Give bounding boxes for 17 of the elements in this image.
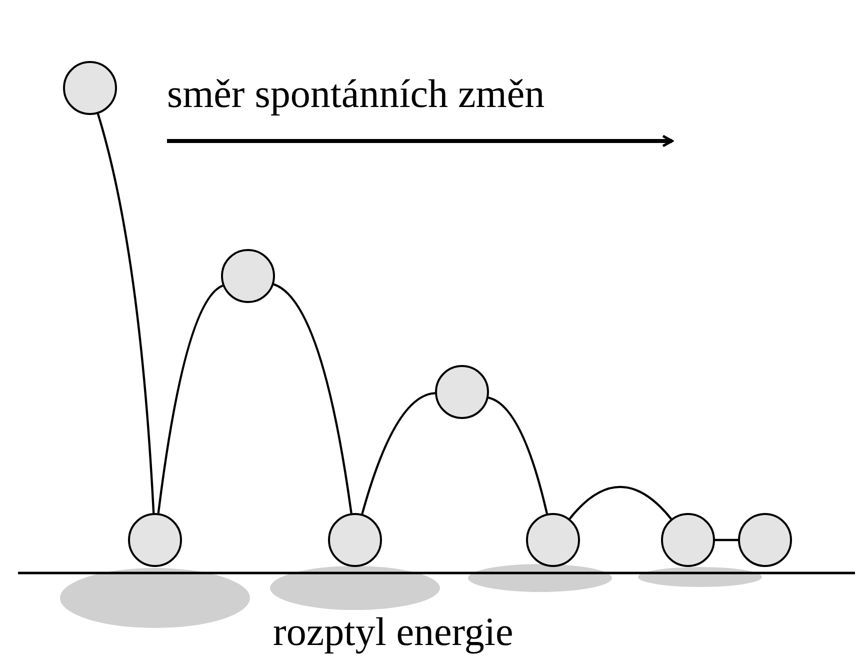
ball — [661, 513, 715, 567]
trajectory-line — [568, 486, 672, 520]
trajectory-line — [488, 396, 548, 514]
trajectory-line — [273, 283, 352, 514]
ball — [738, 513, 792, 567]
ball — [221, 249, 275, 303]
trajectory-line — [157, 284, 224, 514]
ball — [128, 513, 182, 567]
direction-label: směr spontánních změn — [167, 74, 545, 114]
ball — [328, 513, 382, 567]
trajectory-line — [715, 538, 738, 542]
ball — [63, 61, 117, 115]
trajectory-line — [361, 392, 436, 514]
ball — [526, 513, 580, 567]
caption-text: rozptyl energie — [273, 612, 514, 652]
ball — [435, 365, 489, 419]
trajectory-line — [96, 114, 155, 514]
